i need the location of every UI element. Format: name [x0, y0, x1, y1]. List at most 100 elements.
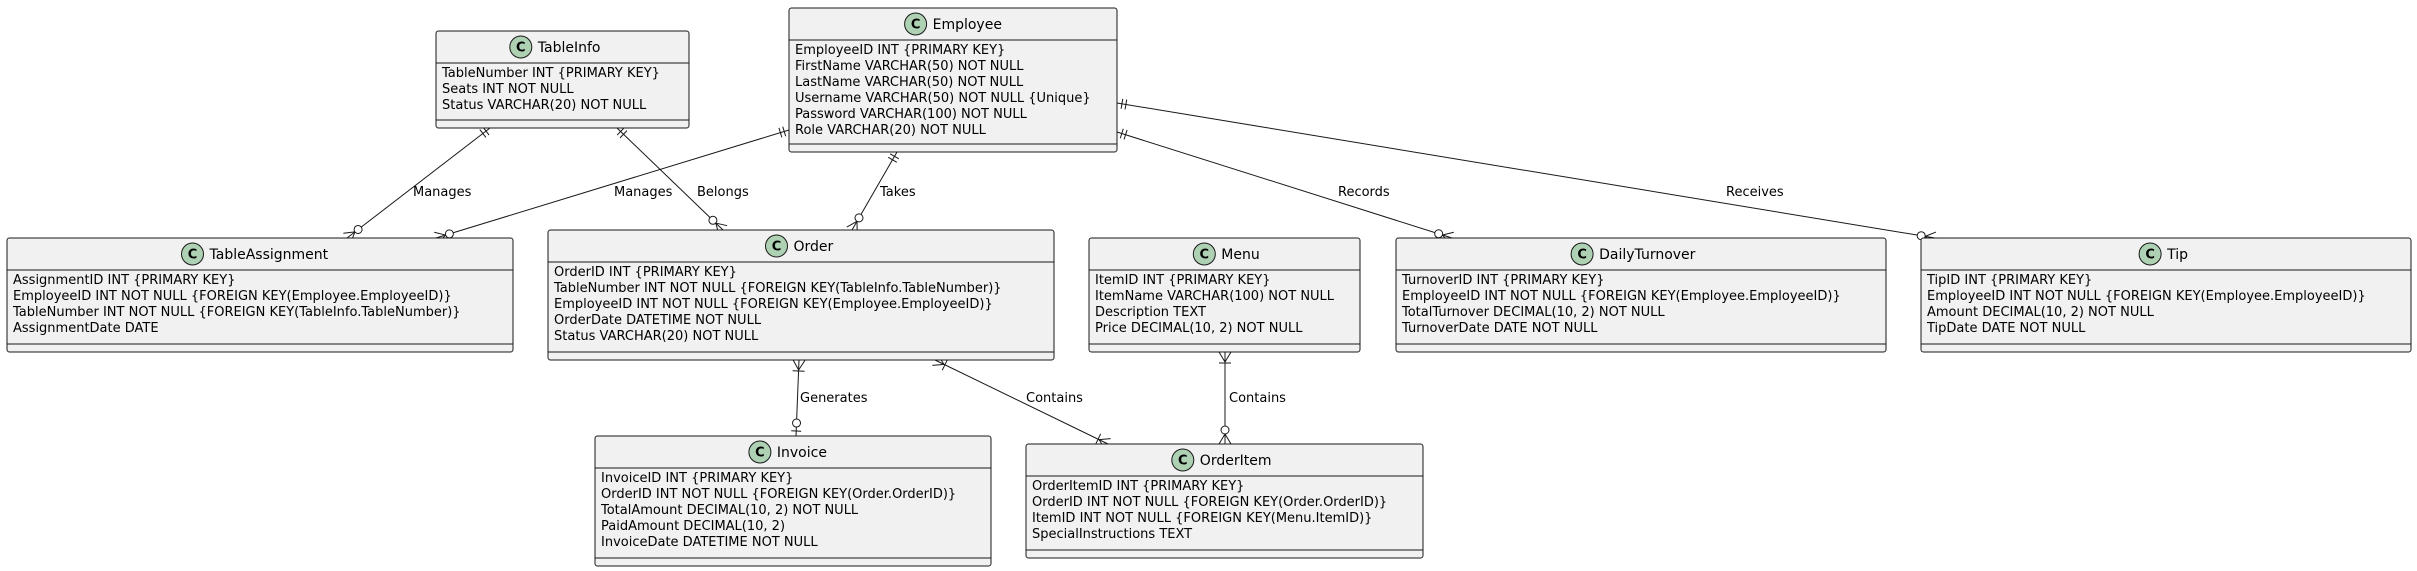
- entity-box: [1920, 237, 2412, 353]
- entity-box: [1395, 237, 1887, 353]
- entity-attribute: LastName VARCHAR(50) NOT NULL: [795, 75, 1024, 90]
- entity-title: Order: [794, 239, 834, 255]
- crows-foot: [792, 359, 800, 371]
- entity-attribute: Price DECIMAL(10, 2) NOT NULL: [1095, 321, 1303, 336]
- entity-box: [1025, 443, 1424, 559]
- relationship-tableinfo-manages-tableassignment[interactable]: Manages: [343, 126, 491, 243]
- relationship-label: Belongs: [697, 185, 749, 200]
- crows-foot: [846, 220, 858, 228]
- class-badge-letter: C: [1200, 248, 1210, 263]
- entity-attribute: TableNumber INT NOT NULL {FOREIGN KEY(Ta…: [12, 305, 461, 320]
- entity-attribute: Status VARCHAR(20) NOT NULL: [442, 98, 647, 113]
- relationship-line: [1116, 131, 1453, 239]
- entity-attribute: OrderID INT NOT NULL {FOREIGN KEY(Order.…: [1032, 495, 1387, 510]
- cardinality-ring: [854, 213, 864, 223]
- crows-foot: [1224, 433, 1232, 445]
- cardinality-bar: [887, 156, 898, 163]
- entity-title: DailyTurnover: [1599, 247, 1696, 263]
- entity-box: [435, 30, 690, 129]
- entity-title: Menu: [1221, 247, 1259, 263]
- relationship-line: [435, 129, 790, 239]
- relationship-label: Takes: [879, 185, 916, 200]
- crows-foot: [715, 222, 728, 227]
- class-badge-icon: [2138, 242, 2162, 266]
- entity-title: TableAssignment: [209, 247, 329, 263]
- relationship-line: [616, 127, 724, 231]
- cardinality-ring: [1434, 229, 1444, 239]
- entity-box: [788, 7, 1118, 153]
- class-badge-icon: [181, 242, 204, 266]
- cardinality-bar: [1124, 99, 1128, 110]
- relationship-label: Receives: [1726, 185, 1784, 200]
- relationship-employee-records-dailyturnover[interactable]: Records: [1116, 128, 1454, 245]
- entity-attribute: InvoiceID INT {PRIMARY KEY}: [601, 471, 793, 486]
- cardinality-ring: [353, 224, 363, 234]
- relationship-line: [934, 359, 1109, 445]
- relationship-line: [346, 127, 491, 239]
- entity-attribute: TurnoverDate DATE NOT NULL: [1401, 321, 1598, 336]
- entity-attribute: EmployeeID INT NOT NULL {FOREIGN KEY(Emp…: [13, 289, 452, 304]
- relationship-label: Generates: [800, 391, 868, 406]
- cardinality-bar: [778, 127, 783, 138]
- entity-attribute: TableNumber INT NOT NULL {FOREIGN KEY(Ta…: [553, 281, 1002, 296]
- relationship-menu-contains-orderitem[interactable]: Contains: [1218, 351, 1286, 445]
- crows-foot: [434, 231, 446, 236]
- crows-foot: [1098, 438, 1111, 441]
- class-badge-icon: [748, 440, 772, 464]
- relationship-tableinfo-belongs-order[interactable]: Belongs: [616, 127, 749, 235]
- entity-attribute: EmployeeID INT NOT NULL {FOREIGN KEY(Emp…: [1927, 289, 2366, 304]
- relationship-order-generates-invoice[interactable]: Generates: [791, 359, 868, 437]
- relationship-label: Contains: [1229, 391, 1286, 406]
- class-badge-letter: C: [188, 248, 198, 263]
- entity-attribute: EmployeeID INT {PRIMARY KEY}: [795, 43, 1005, 58]
- class-badge-icon: [1192, 242, 1216, 266]
- entity-title: TableInfo: [537, 40, 601, 56]
- entity-attribute: Username VARCHAR(50) NOT NULL {Unique}: [795, 91, 1091, 106]
- entity-attribute: ItemID INT NOT NULL {FOREIGN KEY(Menu.It…: [1032, 511, 1372, 526]
- class-badge-letter: C: [911, 18, 921, 33]
- entity-attribute: OrderItemID INT {PRIMARY KEY}: [1032, 479, 1244, 494]
- class-badge-icon: [1570, 242, 1594, 266]
- relationship-employee-receives-tip[interactable]: Receives: [1116, 98, 1937, 245]
- entity-attribute: Amount DECIMAL(10, 2) NOT NULL: [1927, 305, 2155, 320]
- cardinality-ring: [1220, 425, 1230, 435]
- class-badge-letter: C: [1577, 248, 1587, 263]
- relationship-employee-takes-order[interactable]: Takes: [846, 151, 916, 234]
- entity-attribute: TipDate DATE NOT NULL: [1926, 321, 2086, 336]
- crows-foot: [1218, 433, 1226, 445]
- entity-attribute: Description TEXT: [1095, 305, 1206, 320]
- cardinality-bar: [941, 359, 948, 371]
- class-badge-icon: [1171, 448, 1195, 472]
- entity-attribute: OrderID INT NOT NULL {FOREIGN KEY(Order.…: [601, 487, 956, 502]
- entity-title: OrderItem: [1200, 453, 1272, 469]
- cardinality-ring: [708, 215, 718, 225]
- entity-attribute: Status VARCHAR(20) NOT NULL: [554, 329, 759, 344]
- crows-foot: [1218, 351, 1226, 363]
- entity-title: Tip: [2166, 247, 2188, 263]
- class-badge-letter: C: [1178, 454, 1188, 469]
- relationship-label: Records: [1338, 185, 1390, 200]
- entity-attribute: TableNumber INT {PRIMARY KEY}: [441, 66, 660, 81]
- cardinality-bar: [1119, 128, 1124, 139]
- relationship-order-contains-orderitem[interactable]: Contains: [932, 354, 1111, 450]
- relationship-line: [1116, 102, 1936, 239]
- cardinality-ring: [792, 418, 802, 428]
- entity-attribute: AssignmentDate DATE: [13, 321, 159, 336]
- entity-attribute: EmployeeID INT NOT NULL {FOREIGN KEY(Emp…: [554, 297, 993, 312]
- cardinality-bar: [479, 129, 487, 138]
- entity-attribute: PaidAmount DECIMAL(10, 2): [601, 519, 785, 534]
- cardinality-bar: [1095, 433, 1102, 445]
- crows-foot: [343, 231, 355, 234]
- entity-attribute: TurnoverID INT {PRIMARY KEY}: [1401, 273, 1604, 288]
